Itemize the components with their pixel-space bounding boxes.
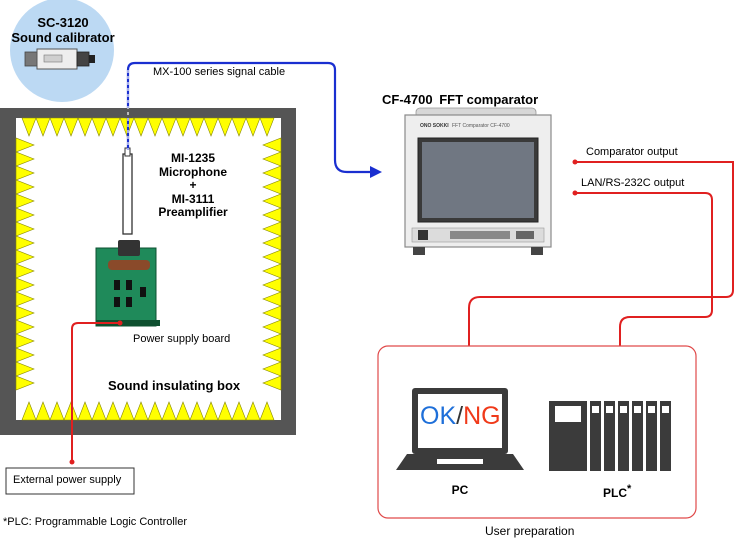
- plc-graphic: [549, 401, 671, 471]
- sound-calibrator: [10, 0, 114, 102]
- comparator-model: CF-4700: [382, 92, 433, 107]
- calibrator-name: Sound calibrator: [11, 30, 115, 45]
- absorber-spikes: [15, 117, 282, 421]
- power-supply-board-graphic: [95, 240, 160, 327]
- sound-insulating-box: [0, 108, 296, 435]
- pc-screen-text: OK/NG: [420, 401, 501, 431]
- microphone-model: MI-1235: [170, 151, 216, 165]
- external-power-box: [5, 467, 135, 495]
- cable-arrowhead: [370, 166, 382, 178]
- ok-text: OK: [420, 402, 457, 430]
- comparator-label: CF-4700 FFT comparator: [382, 92, 538, 107]
- pc-label: PC: [451, 483, 469, 497]
- plc-label: PLC: [603, 486, 627, 500]
- microphone-label: MI-1235 Microphone + MI-3111 Preamplifie…: [138, 151, 248, 220]
- slash-text: /: [456, 402, 464, 430]
- plc-footnote-marker: *: [627, 483, 632, 495]
- microphone-name: Microphone: [159, 164, 227, 179]
- fft-comparator-device: [404, 107, 552, 255]
- ng-text: NG: [463, 402, 501, 430]
- comparator-output-label: Comparator output: [586, 146, 678, 158]
- calibrator-model: SC-3120: [37, 15, 89, 30]
- box-label: Sound insulating box: [108, 378, 241, 393]
- comparator-brand: ONO SOKKI: [420, 123, 449, 129]
- user-preparation-label: User preparation: [485, 524, 575, 538]
- external-power-label: External power supply: [13, 474, 122, 486]
- calibrator-label: SC-3120 Sound calibrator: [4, 15, 122, 45]
- lan-output-label: LAN/RS-232C output: [581, 177, 685, 189]
- comparator-panel-text: FFT Comparator CF-4700: [452, 123, 510, 129]
- output-lines: [468, 161, 734, 352]
- power-board-label: Power supply board: [133, 333, 231, 345]
- preamplifier-name: Preamplifier: [158, 205, 228, 219]
- footnote: *PLC: Programmable Logic Controller: [3, 516, 188, 528]
- pc-graphic: [396, 388, 524, 470]
- signal-cable: [126, 61, 374, 174]
- microphone-plus: +: [189, 178, 197, 192]
- preamplifier-model: MI-3111: [171, 191, 215, 206]
- signal-cable-label: MX-100 series signal cable: [153, 66, 286, 78]
- power-cable: [71, 322, 120, 462]
- plc-label-wrap: PLC*: [603, 483, 631, 500]
- comparator-name: FFT comparator: [439, 92, 539, 107]
- microphone: [122, 147, 133, 235]
